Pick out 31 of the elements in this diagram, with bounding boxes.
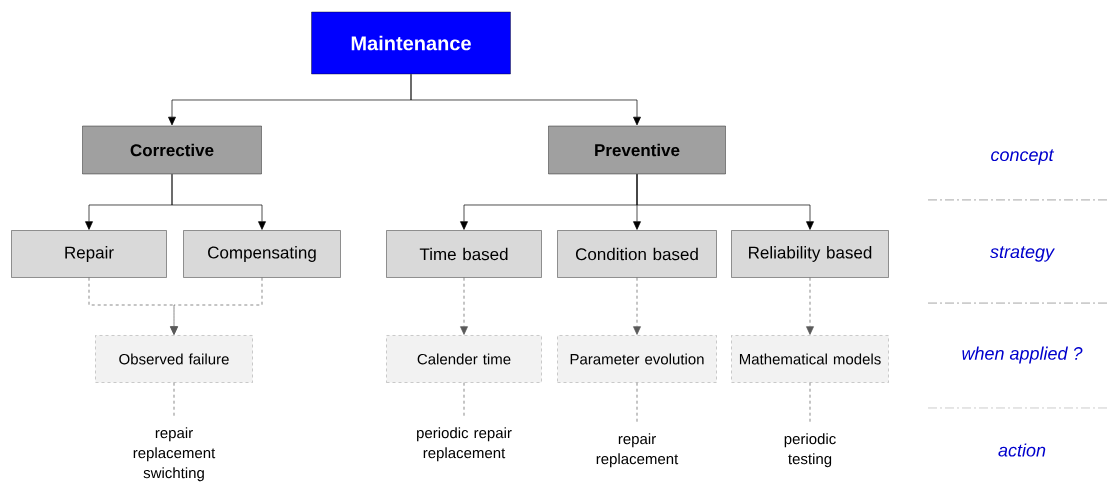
top-box: Maintenance bbox=[311, 11, 511, 75]
strategy-box: Repair bbox=[11, 230, 167, 278]
action-text: repair replacement swichting bbox=[133, 427, 216, 482]
level-label: concept bbox=[991, 149, 1055, 165]
arrow bbox=[633, 277, 641, 335]
arrow bbox=[170, 277, 263, 335]
connector-line bbox=[636, 382, 638, 425]
strategy-box: Reliability based bbox=[731, 230, 889, 278]
concept-box: Corrective bbox=[82, 125, 262, 175]
connector-line bbox=[173, 382, 175, 419]
action-text: periodic repair replacement bbox=[417, 427, 512, 462]
condition-box: Observed failure bbox=[95, 335, 253, 383]
connector-line bbox=[463, 382, 465, 419]
concept-box: Preventive bbox=[548, 125, 726, 175]
level-label: action bbox=[998, 443, 1046, 457]
arrow bbox=[410, 73, 641, 126]
arrow bbox=[171, 173, 266, 230]
arrow bbox=[806, 277, 814, 335]
arrow bbox=[636, 173, 814, 230]
level-label: when applied ? bbox=[962, 346, 1083, 364]
condition-box: Calender time bbox=[386, 335, 542, 383]
action-text: repair replacement bbox=[596, 433, 679, 468]
arrow bbox=[460, 277, 468, 335]
connector-line bbox=[809, 382, 811, 425]
condition-box: Mathematical models bbox=[731, 335, 889, 383]
condition-box: Parameter evolution bbox=[557, 335, 717, 383]
action-text: periodic testing bbox=[784, 433, 836, 468]
strategy-box: Compensating bbox=[183, 230, 341, 278]
strategy-box: Time based bbox=[386, 230, 542, 278]
strategy-box: Condition based bbox=[557, 230, 717, 278]
level-label: strategy bbox=[990, 246, 1055, 262]
